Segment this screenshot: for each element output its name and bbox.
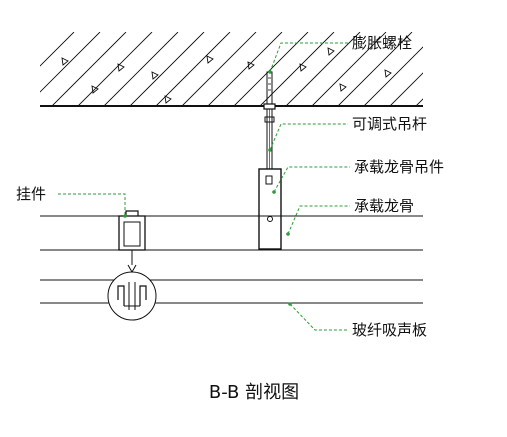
aggregate-mark: [299, 63, 307, 72]
aggregate-mark: [151, 71, 159, 80]
leader-glass-fiber-panel: [289, 303, 348, 331]
main-keel-rails: [40, 215, 423, 251]
hatch-line: [389, 72, 423, 106]
label-adjustable-rod: 可调式吊杆: [352, 115, 427, 133]
aggregate-mark: [164, 95, 172, 104]
hatch-line: [442, 32, 507, 106]
label-main-keel-hanger: 承载龙骨吊件: [354, 158, 444, 176]
leader-expansion-bolt: [269, 42, 348, 73]
aggregate-mark: [117, 63, 125, 72]
hatch-line: [103, 32, 179, 106]
aggregate-mark: [384, 69, 392, 78]
hatch-line: [337, 32, 413, 106]
aggregate-mark: [327, 47, 335, 56]
aggregate-mark: [339, 83, 347, 92]
hatch-line: [51, 32, 127, 106]
leader-dots: [123, 70, 292, 306]
hatch-line: [40, 32, 75, 67]
leader-main-keel-hanger: [273, 166, 350, 193]
label-main-keel: 承载龙骨: [354, 197, 414, 215]
label-clip: 挂件: [16, 185, 46, 203]
hatch-line: [181, 32, 257, 106]
hatch-line: [468, 32, 507, 106]
adjustable-rod: [264, 108, 275, 170]
slab-aggregate: [61, 47, 392, 104]
hatch-line: [207, 32, 283, 106]
hatch-line: [77, 32, 153, 106]
leader-lines: [58, 42, 350, 331]
drawing-title: B-B 剖视图: [209, 382, 299, 403]
leader-main-keel: [287, 205, 350, 235]
aggregate-mark: [91, 85, 99, 94]
hatch-line: [233, 32, 309, 106]
leader-adjustable-rod: [269, 123, 348, 151]
hatch-line: [129, 32, 205, 106]
aggregate-mark: [61, 57, 69, 66]
concrete-slab: [40, 32, 507, 107]
hatch-line: [494, 32, 507, 106]
leader-clip: [58, 193, 126, 216]
hatch-line: [155, 32, 231, 106]
hatch-line: [285, 32, 361, 106]
aggregate-mark: [206, 55, 214, 64]
glass-fiber-panel: [40, 271, 423, 321]
aggregate-mark: [247, 61, 255, 70]
expansion-bolt: [263, 71, 276, 110]
hatch-line: [363, 46, 423, 106]
hatch-line: [415, 98, 423, 106]
hatch-line: [311, 32, 387, 106]
main-keel-hanger: [258, 168, 282, 250]
label-glass-fiber-panel: 玻纤吸声板: [352, 321, 427, 339]
hatch-line: [40, 32, 101, 93]
label-expansion-bolt: 膨胀螺栓: [352, 34, 412, 52]
slab-hatching: [40, 32, 507, 106]
clip-part: [118, 210, 146, 274]
